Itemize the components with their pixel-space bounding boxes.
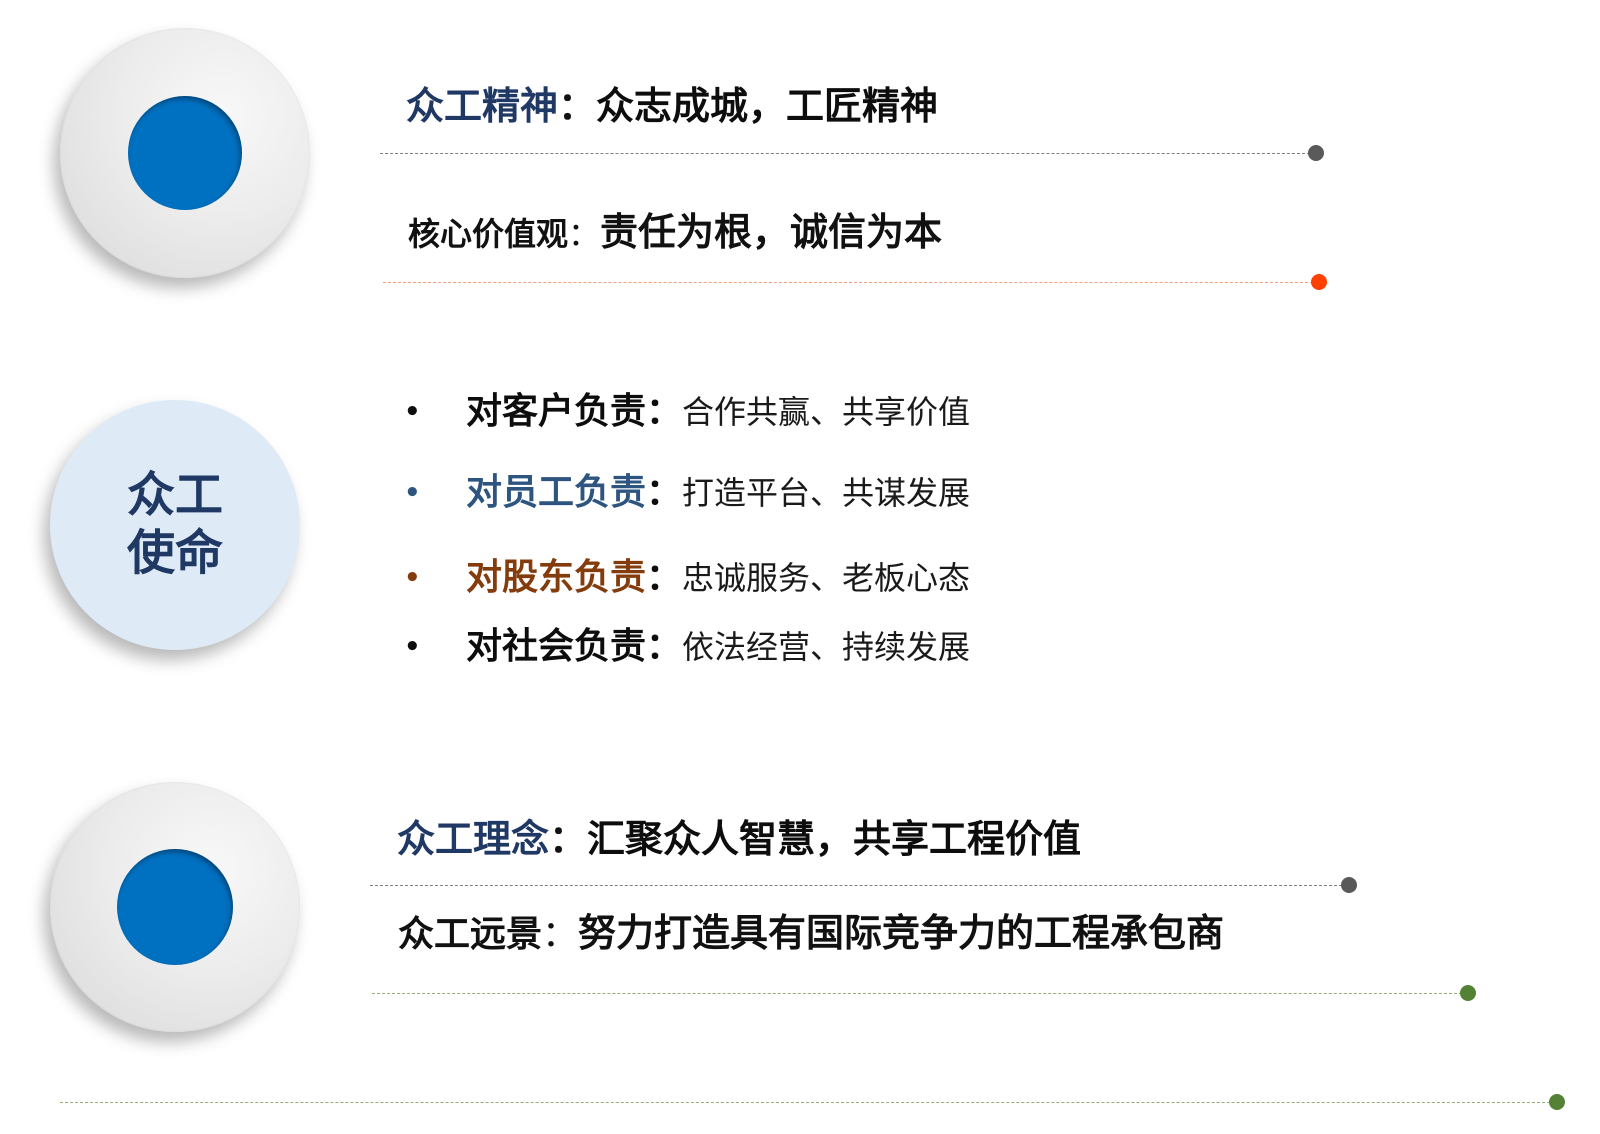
bullet-icon: • [404, 478, 421, 508]
list-item: • 对员工负责：打造平台、共谋发展 [404, 473, 1004, 513]
vision-divider [372, 993, 1462, 994]
vision-separator: ： [542, 914, 579, 955]
list-item: • 对社会负责：依法经营、持续发展 [404, 627, 1004, 667]
spirit-label: 众工精神 [406, 84, 559, 128]
vision-divider-dot [1460, 985, 1476, 1001]
bottom-disc [50, 782, 300, 1032]
mission-item-body: 合作共赢、共享价值 [682, 393, 971, 431]
top-disc-center [128, 96, 242, 210]
bullet-icon: • [404, 397, 421, 427]
mission-title-line2: 使命 [126, 525, 223, 581]
mission-item-body: 忠诚服务、老板心态 [682, 559, 971, 597]
spirit-text: 众志成城，工匠精神 [596, 84, 939, 128]
list-item: • 对股东负责：忠诚服务、老板心态 [404, 558, 1004, 598]
mission-item-body: 依法经营、持续发展 [682, 628, 971, 666]
core-values-label: 核心价值观 [408, 215, 569, 253]
philosophy-label: 众工理念 [397, 817, 550, 861]
mission-disc: 众工 使命 [50, 400, 300, 650]
philosophy-text: 汇聚众人智慧，共享工程价值 [587, 817, 1082, 861]
mission-item-head: 对股东负责：忠诚服务、老板心态 [466, 557, 971, 598]
bullet-icon: • [404, 632, 421, 662]
spirit-row: 众工精神：众志成城，工匠精神 [406, 82, 938, 130]
core-values-divider [383, 282, 1313, 283]
mission-item-body: 打造平台、共谋发展 [682, 474, 971, 512]
spirit-separator: ： [558, 84, 597, 128]
top-disc [60, 28, 310, 278]
core-values-text: 责任为根，诚信为本 [600, 210, 943, 254]
philosophy-row: 众工理念：汇聚众人智慧，共享工程价值 [397, 815, 1081, 863]
mission-item-head: 对员工负责：打造平台、共谋发展 [466, 472, 971, 513]
bullet-icon: • [404, 563, 421, 593]
vision-label: 众工远景 [398, 914, 543, 955]
mission-item-head: 对社会负责：依法经营、持续发展 [466, 626, 971, 667]
page-bottom-divider [60, 1102, 1550, 1103]
philosophy-separator: ： [549, 817, 588, 861]
core-values-divider-dot [1311, 274, 1327, 290]
mission-title-line1: 众工 [126, 467, 223, 523]
spirit-divider-dot [1308, 145, 1324, 161]
core-values-row: 核心价值观：责任为根，诚信为本 [408, 208, 942, 264]
page-bottom-divider-dot [1549, 1094, 1565, 1110]
core-values-separator: ： [568, 215, 601, 253]
spirit-divider [380, 153, 1310, 154]
mission-item-head: 对客户负责：合作共赢、共享价值 [466, 391, 971, 432]
vision-row: 众工远景：努力打造具有国际竞争力的工程承包商 [398, 909, 1224, 965]
vision-text: 努力打造具有国际竞争力的工程承包商 [578, 911, 1225, 955]
philosophy-divider [370, 885, 1342, 886]
list-item: • 对客户负责：合作共赢、共享价值 [404, 392, 1004, 432]
bottom-disc-center [117, 849, 233, 965]
philosophy-divider-dot [1341, 877, 1357, 893]
